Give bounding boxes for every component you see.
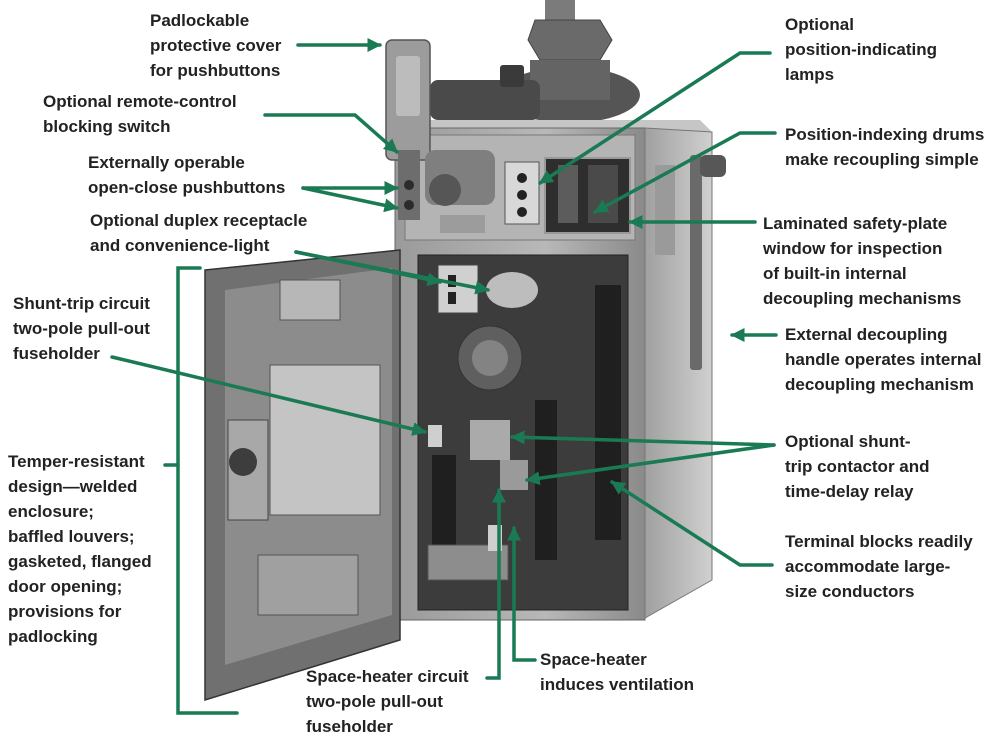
indexing-drum-1 [558,165,578,223]
receptacle-slot-2 [448,292,456,304]
indicator-lamp-3 [517,207,527,217]
limit-switch [500,65,524,87]
gearbox-housing [530,60,610,100]
terminal-block-center [535,400,557,560]
leader-drums [593,131,777,214]
heater-motor-cap [472,340,508,376]
leader-light [294,250,490,295]
door-louver-block [257,554,359,616]
leader-lines [110,38,778,715]
louvers [655,165,675,255]
leader-heater [507,526,537,662]
counter-dial [429,174,461,206]
callout-heater-fuse: Space-heater circuit two-pole pull-out f… [306,667,469,732]
leader-contactor [510,430,776,447]
indexing-drum-2 [588,165,618,223]
open-pushbutton [404,180,414,190]
callout-lamps: Optional position-indicating lamps [785,15,938,84]
callout-receptacle: Optional duplex receptacle and convenien… [90,211,308,255]
leader-heater-fuse [485,488,506,680]
callout-decoupling-handle: External decoupling handle operates inte… [785,325,982,394]
leader-shunt-fuse [110,355,427,436]
leader-remote-blocking [263,113,399,154]
leader-relay [525,443,776,486]
instruction-plate [279,279,341,321]
bracket-tamper [176,266,239,715]
callout-remote-blocking: Optional remote-control blocking switch [43,92,237,136]
travel-adjustment-label [269,364,381,516]
callout-drums: Position-indexing drums make recoupling … [785,125,985,169]
duplex-receptacle [437,264,479,314]
indicator-lamp-2 [517,190,527,200]
decoupling-handle-grip [700,155,726,177]
callout-heater: Space-heater induces ventilation [540,650,694,694]
callout-padlock-cover: Padlockable protective cover for pushbut… [150,11,282,80]
callout-shunt-fuse: Shunt-trip circuit two-pole pull-out fus… [13,294,150,363]
pushbutton-cover-window [396,56,420,116]
motor-top [430,80,540,120]
callout-tamper-resistant: Temper-resistant design—welded enclosure… [8,452,152,646]
close-pushbutton [404,200,414,210]
decoupling-handle [690,155,702,370]
indicator-lamp-1 [517,173,527,183]
leader-lamps [538,51,772,185]
shunt-trip-contactor [470,420,510,460]
switch-operator-illustration [204,0,726,702]
callout-terminal: Terminal blocks readily accommodate larg… [785,532,973,601]
callout-window: Laminated safety-plate window for inspec… [763,214,962,308]
shunt-fuseholder [428,425,442,447]
terminal-block-right [595,285,621,540]
leader-pushbutton-close [301,186,399,213]
shaft-coupling [527,19,613,61]
callout-contactor: Optional shunt- trip contactor and time-… [785,432,930,501]
callout-pushbuttons: Externally operable open-close pushbutto… [88,153,286,197]
receptacle-slot-1 [448,275,456,287]
leader-terminal [610,480,774,567]
time-delay-relay [500,460,528,490]
convenience-light [486,272,538,308]
open-close-indicator [440,215,485,233]
door-latch [229,448,257,476]
